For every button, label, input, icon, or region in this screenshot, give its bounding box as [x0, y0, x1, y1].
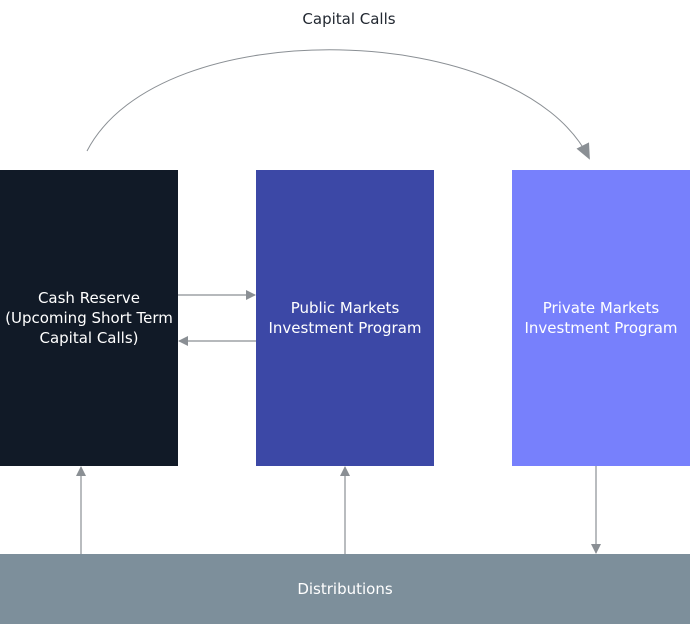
private-markets-box: Private Markets Investment Program: [512, 170, 690, 466]
public-markets-box: Public Markets Investment Program: [256, 170, 434, 466]
distributions-bar: Distributions: [0, 554, 690, 624]
public-markets-label: Public Markets Investment Program: [268, 299, 422, 337]
cash-reserve-label: Cash Reserve (Upcoming Short Term Capita…: [5, 289, 173, 347]
capital-calls-arrow: [86, 49, 590, 160]
distributions-label: Distributions: [297, 580, 393, 598]
cash-reserve-box: Cash Reserve (Upcoming Short Term Capita…: [0, 170, 178, 466]
private-markets-label: Private Markets Investment Program: [524, 299, 678, 337]
capital-calls-label: Capital Calls: [302, 10, 396, 28]
